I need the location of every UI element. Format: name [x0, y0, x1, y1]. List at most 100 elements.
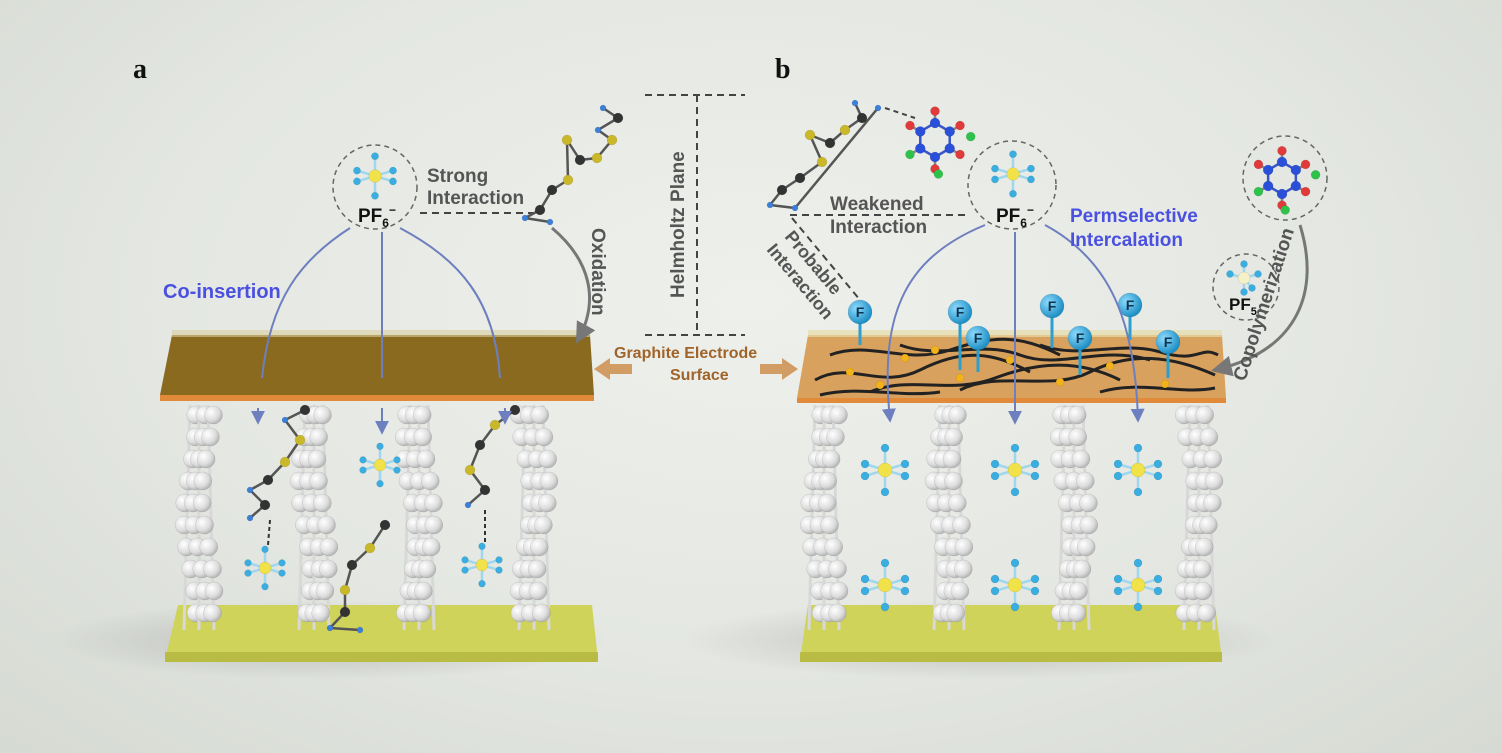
fluorine-atom	[353, 166, 361, 175]
copolymerization-arrow	[1210, 224, 1309, 377]
panel-a-pf6-circle	[332, 144, 418, 230]
atom	[606, 134, 618, 146]
atom	[915, 143, 926, 154]
carbon-sphere	[942, 449, 962, 469]
atom	[546, 184, 558, 196]
oxidation-arrow	[551, 226, 596, 344]
carbon-sphere	[821, 449, 841, 469]
permselective-label-line2: Intercalation	[1070, 230, 1183, 251]
carbon-sphere	[204, 581, 224, 601]
panel-b-letter: b	[775, 54, 791, 85]
fluorine-label: F	[974, 330, 983, 346]
fluorine-atom	[990, 471, 1000, 481]
fluorine-ball	[847, 299, 873, 325]
bond	[793, 106, 880, 210]
fluorine-atom	[389, 177, 397, 186]
oxidation-label: Oxidation	[587, 228, 608, 316]
right-arrow-icon	[760, 358, 798, 380]
co-insertion-arrow-left	[261, 227, 351, 379]
phosphorus-atom	[258, 561, 272, 575]
carbon-sphere	[313, 405, 332, 425]
carbon-sphere	[1069, 581, 1088, 601]
left-arrow-icon	[594, 358, 632, 380]
hbond-dash	[267, 519, 271, 546]
carbon-sphere	[203, 559, 222, 579]
atom	[1253, 186, 1264, 197]
fluorine-atom	[495, 556, 503, 564]
fluorine-atom	[461, 556, 469, 564]
permselective-label-line1: Permselective	[1070, 206, 1198, 227]
atom	[955, 149, 965, 160]
fluorine-atom	[244, 569, 252, 577]
carbon-sphere	[527, 559, 547, 579]
cei-polymer-network	[814, 337, 1219, 397]
atom	[794, 172, 806, 184]
graphite-column	[509, 404, 559, 631]
carbon-sphere	[828, 559, 847, 579]
carbon-sphere	[817, 493, 837, 513]
panel-a-pf6-label: PF6−	[358, 203, 396, 230]
carbon-sphere	[424, 493, 443, 513]
carbon-sphere	[946, 603, 965, 623]
atom	[1300, 186, 1311, 197]
carbon-sphere	[1079, 493, 1098, 513]
fluorine-atom	[1153, 586, 1163, 596]
polymer-chain	[1039, 343, 1219, 358]
fluorine-atom	[990, 574, 1000, 584]
panel-b-graphite-layers	[799, 404, 1224, 631]
carbon-sphere	[309, 471, 328, 491]
atom	[816, 156, 828, 168]
atom	[1310, 170, 1321, 180]
fluorine-atom	[1133, 443, 1143, 453]
atom	[546, 218, 554, 226]
carbon-sphere	[1199, 515, 1218, 535]
fluorine-atom	[1113, 471, 1123, 481]
carbon-sphere	[944, 471, 963, 491]
solvent-molecule-b	[766, 99, 882, 212]
fluorine-atom	[278, 569, 286, 577]
carbon-sphere	[953, 559, 973, 579]
atom	[929, 117, 941, 129]
atom	[1262, 164, 1274, 176]
fluorine-atom	[1009, 189, 1017, 198]
atom	[955, 120, 965, 131]
carbon-sphere	[950, 581, 970, 601]
fluorine-atom	[880, 443, 890, 453]
fluorine-atom	[371, 191, 379, 200]
permselective-arrow-right	[1044, 224, 1145, 423]
atom	[1262, 180, 1274, 192]
atom	[1290, 164, 1302, 176]
carbon-sphere	[948, 493, 967, 513]
carbon-sphere	[1204, 471, 1224, 491]
fluorine-atom	[1133, 487, 1143, 497]
fluorine-atom	[991, 175, 999, 184]
fluorine-atom	[1030, 459, 1040, 469]
fluorine-atom	[389, 166, 397, 175]
carbon-sphere	[318, 559, 338, 579]
fluorine-atom	[1248, 284, 1256, 292]
carbon-sphere	[1192, 559, 1212, 579]
atom	[930, 106, 940, 116]
fluorine-atom	[376, 480, 384, 488]
fluorine-atom	[1027, 175, 1035, 184]
fluorine-atom	[261, 583, 269, 591]
co-insertion-label: Co-insertion	[163, 281, 281, 303]
carbon-sphere	[952, 515, 971, 535]
polymer-node	[845, 367, 855, 377]
fluorine-atom	[1133, 558, 1143, 568]
polymer-chain	[1099, 385, 1216, 394]
graphite-electrode-label: Graphite Electrode	[614, 345, 757, 362]
fluorine-label: F	[856, 304, 865, 320]
panel-b-base-plate	[800, 605, 1222, 660]
polymer-chain	[869, 363, 1121, 394]
atom	[339, 606, 351, 618]
carbon-sphere	[203, 603, 222, 623]
atom	[1277, 146, 1287, 156]
atom	[933, 169, 944, 179]
fluorine-ball	[1067, 325, 1093, 351]
polymer-chain	[819, 389, 941, 397]
atom	[356, 626, 364, 634]
fluorine-atom	[261, 545, 269, 553]
carbon-sphere	[424, 515, 444, 535]
fluorine-label: F	[1126, 297, 1135, 313]
